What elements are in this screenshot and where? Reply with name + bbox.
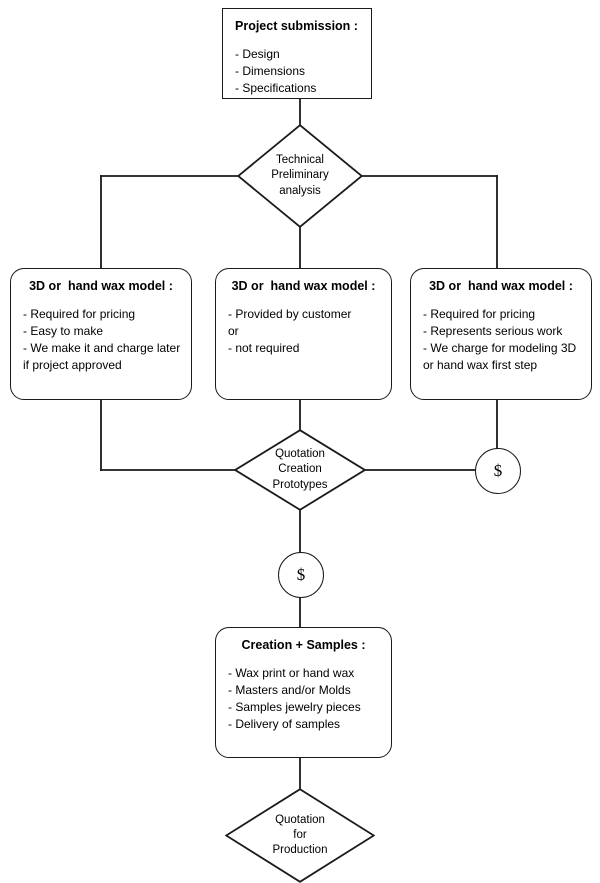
list-item: if project approved — [23, 358, 122, 373]
list-item: - Wax print or hand wax — [228, 666, 355, 680]
project-submission-title: Project submission : — [235, 19, 358, 33]
list-item: - Easy to make — [23, 324, 104, 339]
list-item: - Samples jewelry pieces — [228, 700, 361, 715]
project-submission-lines: - Design - Dimensions - Specifications — [235, 46, 359, 97]
list-item: - Required for pricing — [23, 307, 136, 321]
model-middle-title: 3D or hand wax model : — [231, 279, 376, 293]
creation-samples-lines: - Wax print or hand wax - Masters and/or… — [228, 665, 379, 733]
node-model-right[interactable]: 3D or hand wax model : - Required for pr… — [410, 268, 592, 400]
diamond-shape — [237, 124, 363, 228]
list-item: - Delivery of samples — [228, 717, 341, 732]
dollar-icon: $ — [296, 565, 306, 584]
node-model-middle[interactable]: 3D or hand wax model : - Provided by cus… — [215, 268, 392, 400]
model-left-lines: - Required for pricing - Easy to make - … — [23, 306, 181, 374]
list-item: or hand wax first step — [423, 358, 538, 373]
node-technical-preliminary-analysis[interactable]: Technical Preliminary analysis — [237, 124, 363, 228]
list-item: - Specifications — [235, 81, 317, 96]
list-item: - Masters and/or Molds — [228, 683, 351, 698]
list-item: - Design — [235, 47, 280, 61]
list-item: - Represents serious work — [423, 324, 563, 339]
diamond-shape — [225, 788, 375, 883]
list-item: - not required — [228, 341, 300, 356]
node-payment-bottom[interactable]: $ — [278, 552, 324, 598]
node-creation-samples[interactable]: Creation + Samples : - Wax print or hand… — [215, 627, 392, 758]
list-item: or — [228, 324, 239, 339]
model-right-title: 3D or hand wax model : — [429, 279, 573, 293]
model-middle-lines: - Provided by customer or - not required — [228, 306, 379, 357]
list-item: - Dimensions — [235, 64, 306, 79]
model-left-title: 3D or hand wax model : — [29, 279, 173, 293]
creation-samples-title: Creation + Samples : — [241, 638, 366, 652]
list-item: - We make it and charge later — [23, 341, 181, 356]
node-quotation-creation-prototypes[interactable]: Quotation Creation Prototypes — [234, 429, 366, 511]
list-item: - Provided by customer — [228, 307, 352, 321]
list-item: - We charge for modeling 3D — [423, 341, 577, 356]
diamond-shape — [234, 429, 366, 511]
node-quotation-for-production[interactable]: Quotation for Production — [225, 788, 375, 883]
node-project-submission[interactable]: Project submission : - Design - Dimensio… — [222, 8, 372, 99]
dollar-icon: $ — [493, 461, 503, 480]
list-item: - Required for pricing — [423, 307, 536, 321]
node-payment-right[interactable]: $ — [475, 448, 521, 494]
model-right-lines: - Required for pricing - Represents seri… — [423, 306, 579, 374]
node-model-left[interactable]: 3D or hand wax model : - Required for pr… — [10, 268, 192, 400]
